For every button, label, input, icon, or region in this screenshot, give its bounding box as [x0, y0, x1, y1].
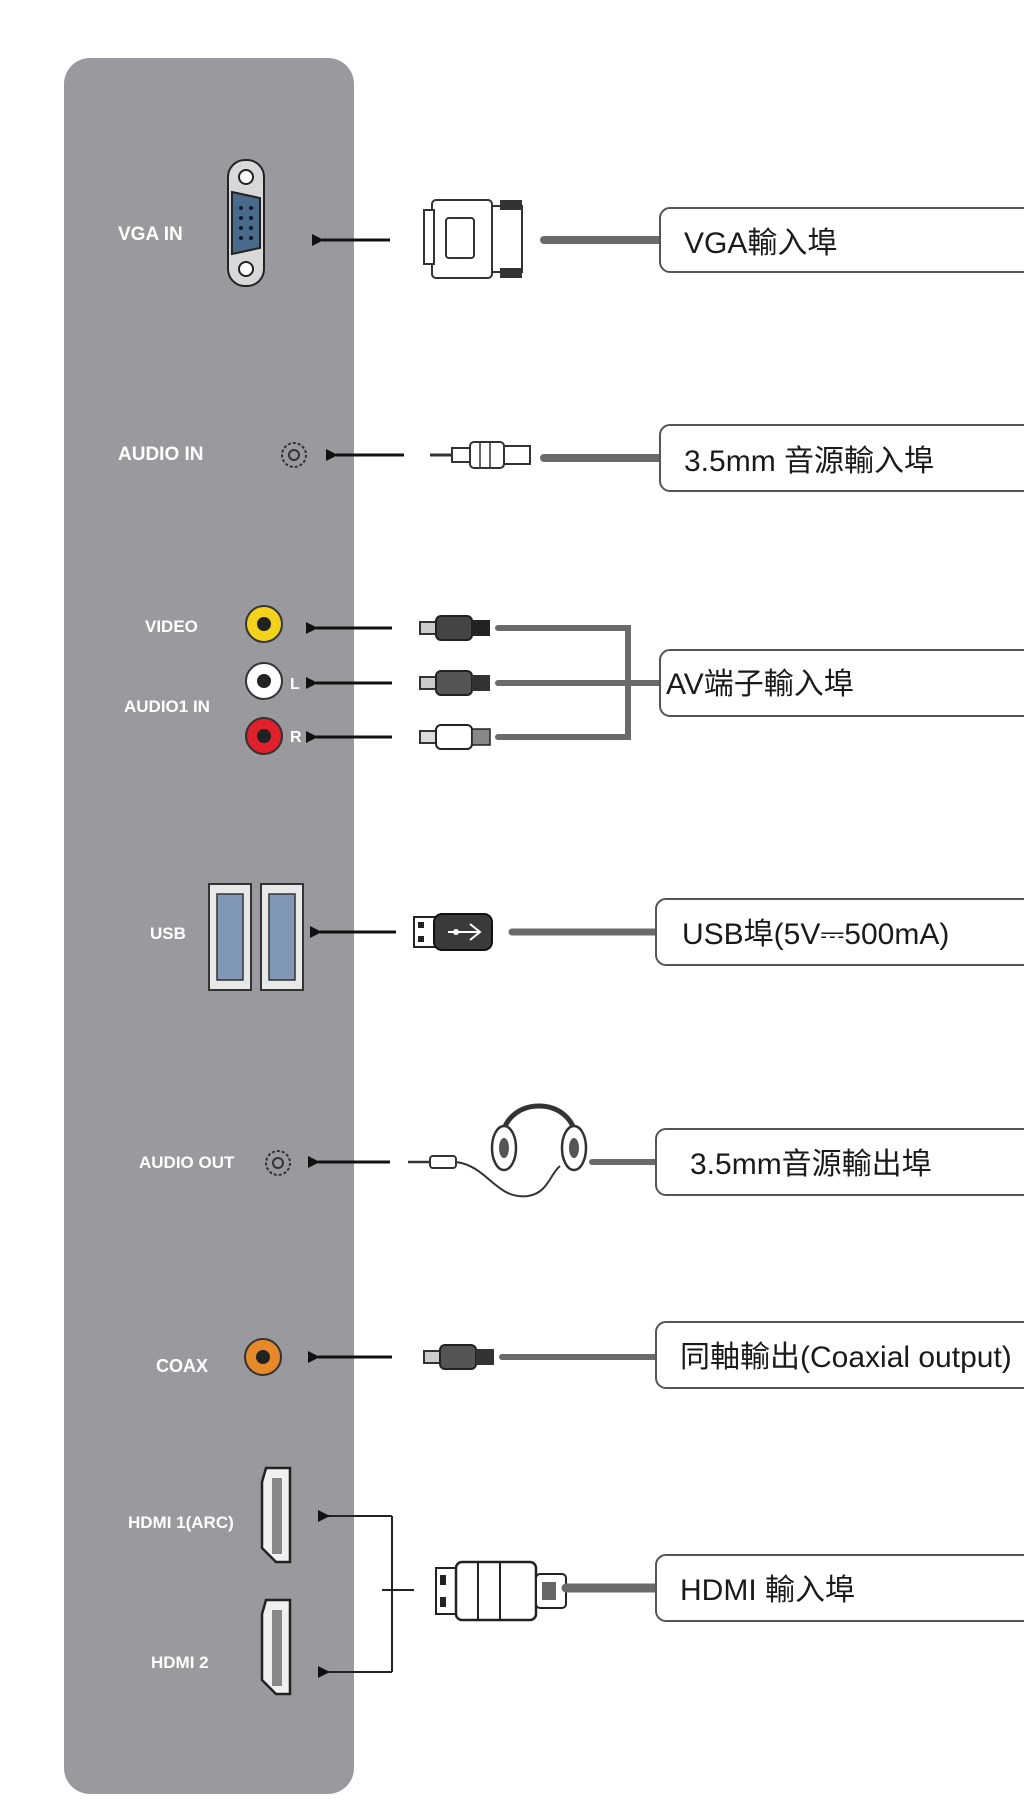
coax-plug-icon: [423, 1344, 494, 1370]
audio-out-jack-icon: [265, 1150, 291, 1176]
audio-in-callout-text: 3.5mm 音源輸入埠: [684, 445, 934, 478]
port-label-hdmi2: HDMI 2: [151, 1653, 209, 1672]
headphones-icon: [408, 1103, 588, 1198]
av-callout-text: AV端子輸入埠: [666, 668, 854, 701]
vga-port-icon: [227, 159, 265, 287]
audio-in-plug-icon: [430, 441, 531, 469]
port-label-l: L: [290, 676, 300, 693]
port-label-video: VIDEO: [145, 617, 198, 636]
rca-plug-audio-r-icon: [419, 724, 491, 750]
port-label-audio-in: AUDIO IN: [118, 444, 204, 465]
port-label-usb: USB: [150, 924, 186, 943]
port-label-hdmi1: HDMI 1(ARC): [128, 1513, 234, 1532]
vga-callout-box: [659, 207, 1024, 273]
hdmi-callout-box: [655, 1554, 1024, 1622]
video-jack-icon: [245, 605, 283, 643]
audio-out-callout-text: 3.5mm音源輸出埠: [690, 1148, 932, 1181]
usb-callout-box: [655, 898, 1024, 966]
hdmi-split-arrow: [318, 1510, 414, 1678]
coax-callout-box: [655, 1321, 1024, 1389]
hdmi-plug-icon: [435, 1560, 567, 1622]
coax-jack-icon: [244, 1338, 282, 1376]
av-callout-box: [659, 649, 1024, 717]
port-label-vga: VGA IN: [118, 224, 183, 245]
hdmi1-port-icon: [260, 1466, 292, 1564]
vga-callout-text: VGA輸入埠: [684, 227, 837, 260]
hdmi-callout-text: HDMI 輸入埠: [680, 1574, 855, 1607]
hdmi2-port-icon: [260, 1598, 292, 1696]
rca-plug-audio-l-icon: [419, 670, 490, 696]
audio-out-callout-box: [655, 1128, 1024, 1196]
audio-in-callout-box: [659, 424, 1024, 492]
vga-plug-icon: [423, 199, 523, 279]
usb-port-1-icon: [208, 883, 252, 991]
audio-in-jack-icon: [281, 442, 307, 468]
port-label-coax: COAX: [156, 1356, 208, 1376]
usb-stick-icon: [413, 913, 493, 951]
usb-callout-text: USB埠(5V⎓500mA): [682, 918, 949, 951]
coax-callout-text: 同軸輸出(Coaxial output): [680, 1341, 1012, 1374]
av-cable-bundle: [495, 625, 665, 740]
audio-l-jack-icon: [245, 662, 283, 700]
port-label-audio-out: AUDIO OUT: [139, 1153, 235, 1172]
port-label-r: R: [290, 729, 302, 746]
rca-plug-video-icon: [419, 615, 490, 641]
audio-r-jack-icon: [245, 717, 283, 755]
usb-port-2-icon: [260, 883, 304, 991]
port-label-audio1-in: AUDIO1 IN: [124, 697, 210, 716]
